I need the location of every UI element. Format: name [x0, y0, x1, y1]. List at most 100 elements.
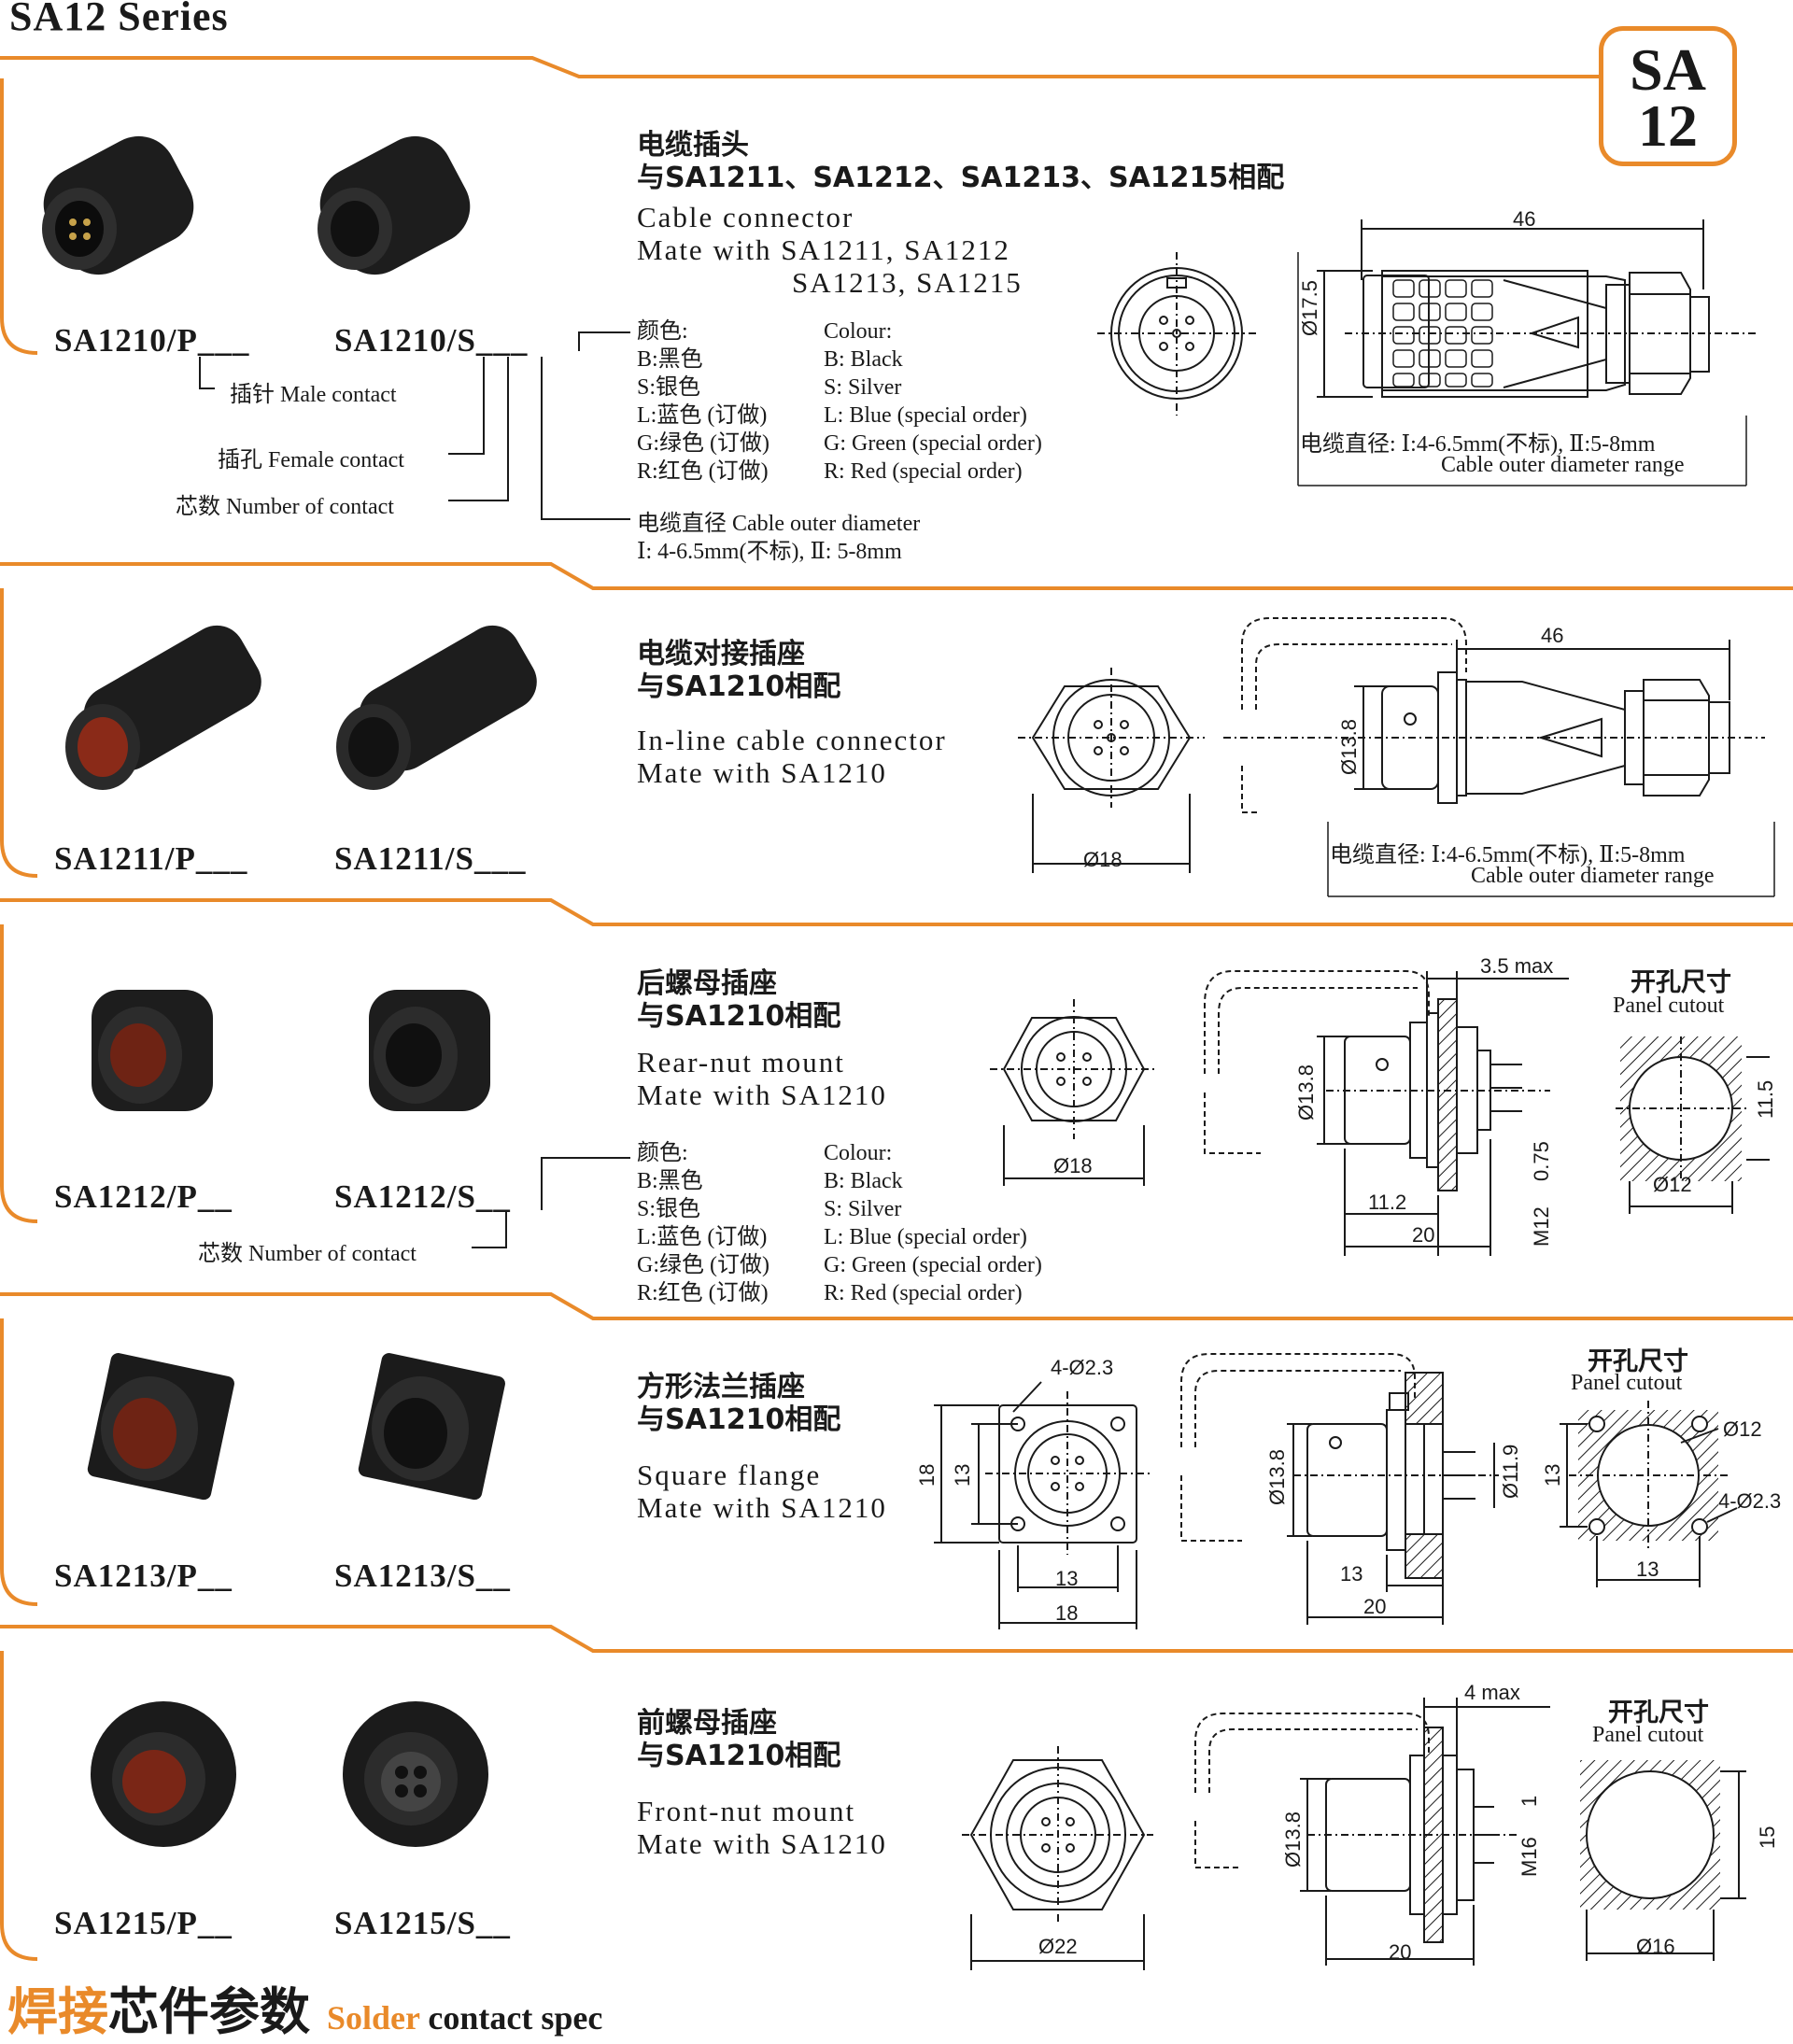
s5-dim-max: 4 max [1464, 1681, 1520, 1704]
model-sa1211-s: SA1211/S___ [334, 840, 527, 877]
s3-panel-cutout [1616, 1036, 1770, 1214]
s5-mate-en: Mate with SA1210 [637, 1827, 887, 1860]
s4-title-en: Square flange [637, 1459, 822, 1491]
footer-zh-black: 芯件参数 [108, 1982, 310, 2041]
s4-side-view [1180, 1353, 1499, 1625]
model-sa1215-s: SA1215/S__ [334, 1905, 511, 1941]
model-sa1212-s: SA1212/S__ [334, 1178, 511, 1215]
s5-cutout-zh: 开孔尺寸 [1608, 1699, 1709, 1727]
s1-colour-en: Colour: B: Black S: Silver L: Blue (spec… [824, 319, 1042, 484]
s2-side-view [1223, 617, 1775, 897]
s4-cut-13-vertical: 13 [1541, 1463, 1564, 1487]
s5-mate-zh: 与SA1210相配 [637, 1740, 841, 1772]
s2-dim-face: Ø18 [1083, 848, 1122, 871]
s4-cut-holes: 4-Ø2.3 [1718, 1489, 1782, 1513]
label-number-of-contact: 芯数 Number of contact [176, 495, 394, 519]
s1-cable-dia-line2: Ⅰ: 4-6.5mm(不标), Ⅱ: 5-8mm [637, 540, 902, 564]
s1-cable-dia-line1: 电缆直径 Cable outer diameter [637, 512, 921, 536]
photo-sa1210-s [318, 135, 471, 275]
s1-title-zh: 电缆插头 [637, 129, 749, 162]
s3-title-zh: 后螺母插座 [637, 967, 777, 1000]
s3-cutout-en: Panel cutout [1613, 994, 1725, 1018]
s4-dim-20: 20 [1363, 1595, 1387, 1618]
leader-lines-1 [199, 331, 630, 520]
series-title: SA12 Series [9, 0, 229, 39]
s1-colour-zh: 颜色: B:黑色 S:银色 L:蓝色 (订做) G:绿色 (订做) R:红色 (… [637, 319, 769, 484]
label-male-contact: 插针 Male contact [230, 383, 397, 407]
s2-mate-en: Mate with SA1210 [637, 756, 887, 789]
s5-cutout-en: Panel cutout [1592, 1723, 1704, 1747]
photo-sa1210-p [42, 135, 194, 275]
s4-cutout-en: Panel cutout [1571, 1371, 1683, 1395]
s1-side-view [1297, 219, 1756, 486]
s4-dim-diameter: Ø13.8 [1265, 1449, 1289, 1505]
s3-dim-m12: M12 [1530, 1206, 1553, 1247]
s1-dim-diameter: Ø17.5 [1298, 280, 1321, 336]
s4-dim-18-vertical: 18 [915, 1463, 939, 1487]
photo-sa1213-s [358, 1353, 505, 1501]
s3-colour-zh: 颜色: B:黑色 S:银色 L:蓝色 (订做) G:绿色 (订做) R:红色 (… [637, 1141, 769, 1305]
photo-sa1212-p [92, 990, 213, 1111]
s3-dim-20: 20 [1412, 1223, 1435, 1247]
s3-colour-en: Colour: B: Black S: Silver L: Blue (spec… [824, 1141, 1042, 1305]
s4-front-view [934, 1381, 1153, 1629]
s5-dim-m16: M16 [1518, 1837, 1541, 1877]
s1-dim-length: 46 [1513, 207, 1536, 231]
s4-title-zh: 方形法兰插座 [637, 1371, 805, 1403]
s3-front-view [990, 999, 1158, 1186]
s1-mate-en2: SA1213, SA1215 [792, 266, 1023, 299]
model-sa1210-s: SA1210/S___ [334, 322, 529, 359]
footer-en-black: contact spec [419, 1999, 603, 2037]
s2-range-en: Cable outer diameter range [1471, 864, 1715, 888]
s4-cut-diameter: Ø12 [1723, 1417, 1762, 1441]
s3-side-view [1204, 970, 1569, 1256]
s5-cut-width: Ø16 [1636, 1935, 1675, 1958]
s5-front-view [962, 1746, 1153, 1970]
badge-line2: 12 [1638, 92, 1698, 159]
s4-dim-13-horizontal: 13 [1055, 1567, 1079, 1590]
s1-mate-en1: Mate with SA1211, SA1212 [637, 233, 1010, 266]
s3-cut-width: Ø12 [1653, 1173, 1692, 1196]
s2-mate-zh: 与SA1210相配 [637, 670, 841, 703]
s5-dim-diameter: Ø13.8 [1281, 1811, 1305, 1868]
s4-mate-zh: 与SA1210相配 [637, 1403, 841, 1436]
s5-side-view [1194, 1698, 1550, 1966]
s5-panel-cutout [1580, 1760, 1746, 1961]
s1-title-en: Cable connector [637, 201, 854, 233]
s4-cut-13-horizontal: 13 [1636, 1558, 1659, 1581]
s5-dim-face: Ø22 [1038, 1935, 1078, 1958]
s1-mate-zh: 与SA1211、SA1212、SA1213、SA1215相配 [637, 162, 1285, 194]
s1-front-view [1097, 252, 1256, 416]
model-sa1210-p: SA1210/P___ [54, 322, 250, 359]
s3-dim-11-2: 11.2 [1368, 1191, 1407, 1214]
s1-range-zh: 电缆直径: Ⅰ:4-6.5mm(不标), Ⅱ:5-8mm [1300, 432, 1656, 457]
s2-range-zh: 电缆直径: Ⅰ:4-6.5mm(不标), Ⅱ:5-8mm [1330, 843, 1686, 867]
s4-dim-13-vertical: 13 [951, 1463, 974, 1487]
s2-title-en: In-line cable connector [637, 724, 947, 756]
model-sa1212-p: SA1212/P__ [54, 1178, 233, 1215]
s4-dim-holes: 4-Ø2.3 [1051, 1356, 1114, 1379]
s3-dim-face: Ø18 [1053, 1154, 1093, 1177]
model-sa1213-p: SA1213/P__ [54, 1558, 233, 1594]
s3-label-number-of-contact: 芯数 Number of contact [198, 1242, 416, 1266]
s1-range-en: Cable outer diameter range [1441, 453, 1685, 477]
s4-mate-en: Mate with SA1210 [637, 1491, 887, 1524]
s3-title-en: Rear-nut mount [637, 1046, 845, 1078]
photo-sa1211-p [65, 625, 261, 790]
s3-cut-height: 11.5 [1754, 1079, 1777, 1119]
label-female-contact: 插孔 Female contact [218, 448, 404, 472]
s2-title-zh: 电缆对接插座 [637, 638, 805, 670]
model-sa1211-p: SA1211/P___ [54, 840, 248, 877]
s5-cut-height: 15 [1756, 1826, 1779, 1849]
model-sa1215-p: SA1215/P__ [54, 1905, 233, 1941]
photo-sa1211-s [336, 625, 537, 790]
s5-title-zh: 前螺母插座 [637, 1707, 777, 1740]
s2-dim-diameter: Ø13.8 [1337, 719, 1361, 775]
s4-dim-18-horizontal: 18 [1055, 1601, 1079, 1625]
s2-dim-length: 46 [1541, 624, 1564, 647]
s4-dim-11-9: Ø11.9 [1499, 1444, 1522, 1499]
series-badge: SA 12 [1599, 26, 1737, 166]
footer-en-orange: Solder [327, 1999, 420, 2037]
photo-sa1215-p [91, 1701, 236, 1847]
